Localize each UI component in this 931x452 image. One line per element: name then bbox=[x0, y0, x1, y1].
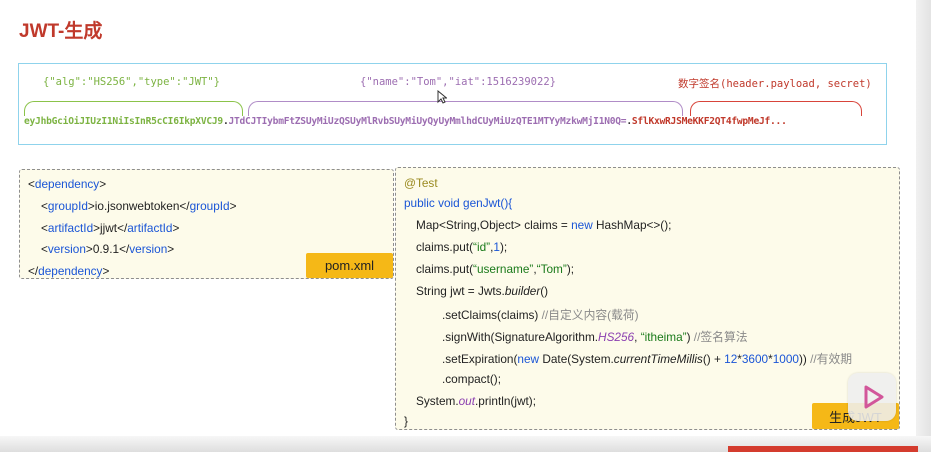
code-line: @Test bbox=[404, 176, 438, 190]
code-line: System.out.println(jwt); bbox=[416, 394, 536, 408]
slide-title: JWT-生成 bbox=[19, 21, 103, 42]
bottom-bar bbox=[0, 436, 931, 452]
play-button[interactable] bbox=[848, 373, 896, 421]
code-line: </dependency> bbox=[28, 264, 110, 278]
jwt-signature-label: 数字签名(header.payload, secret) bbox=[678, 78, 872, 90]
token-payload-segment: JTdCJTIybmFtZSUyMiUzQSUyMlRvbSUyMiUyQyUy… bbox=[228, 116, 627, 127]
code-line: .setClaims(claims) //自定义内容(载荷) bbox=[442, 308, 639, 322]
token-signature-segment: SflKxwRJSMeKKF2QT4fwpMeJf... bbox=[631, 116, 787, 127]
progress-accent bbox=[728, 446, 918, 452]
window-right-edge bbox=[916, 0, 931, 452]
code-line: <version>0.9.1</version> bbox=[41, 242, 175, 256]
pom-dependency-panel: <dependency> <groupId>io.jsonwebtoken</g… bbox=[19, 169, 394, 279]
code-line: .compact(); bbox=[442, 372, 501, 386]
token-header-segment: eyJhbGciOiJIUzI1NiIsInR5cCI6IkpXVCJ9 bbox=[24, 116, 223, 127]
code-line: Map<String,Object> claims = new HashMap<… bbox=[416, 218, 672, 232]
jwt-header-json: {"alg":"HS256","type":"JWT"} bbox=[43, 76, 221, 88]
code-line: public void genJwt(){ bbox=[404, 196, 513, 210]
header-brace bbox=[24, 101, 243, 116]
code-line: claims.put(“id”,1); bbox=[416, 240, 508, 254]
jwt-token: eyJhbGciOiJIUzI1NiIsInR5cCI6IkpXVCJ9.JTd… bbox=[24, 116, 787, 127]
jwt-structure-panel: {"alg":"HS256","type":"JWT"} {"name":"To… bbox=[18, 63, 887, 145]
mouse-cursor-icon bbox=[437, 90, 447, 104]
jwt-generation-code-panel: @Test public void genJwt(){ Map<String,O… bbox=[395, 167, 900, 430]
payload-brace bbox=[248, 101, 683, 116]
code-line: .setExpiration(new Date(System.currentTi… bbox=[442, 352, 853, 366]
code-line: <artifactId>jjwt</artifactId> bbox=[41, 221, 180, 235]
code-line: <dependency> bbox=[28, 177, 107, 191]
token-dot: . bbox=[626, 116, 632, 127]
play-icon bbox=[864, 385, 884, 409]
code-line: String jwt = Jwts.builder() bbox=[416, 284, 549, 298]
token-dot: . bbox=[222, 116, 229, 127]
code-line: .signWith(SignatureAlgorithm.HS256, “ith… bbox=[442, 330, 748, 344]
signature-brace bbox=[690, 101, 862, 116]
jwt-payload-json: {"name":"Tom","iat":1516239022} bbox=[360, 76, 556, 88]
code-line: <groupId>io.jsonwebtoken</groupId> bbox=[41, 199, 237, 213]
pom-xml-badge: pom.xml bbox=[306, 253, 393, 278]
code-line: } bbox=[404, 414, 408, 428]
code-line: claims.put(“username”,“Tom”); bbox=[416, 262, 575, 276]
